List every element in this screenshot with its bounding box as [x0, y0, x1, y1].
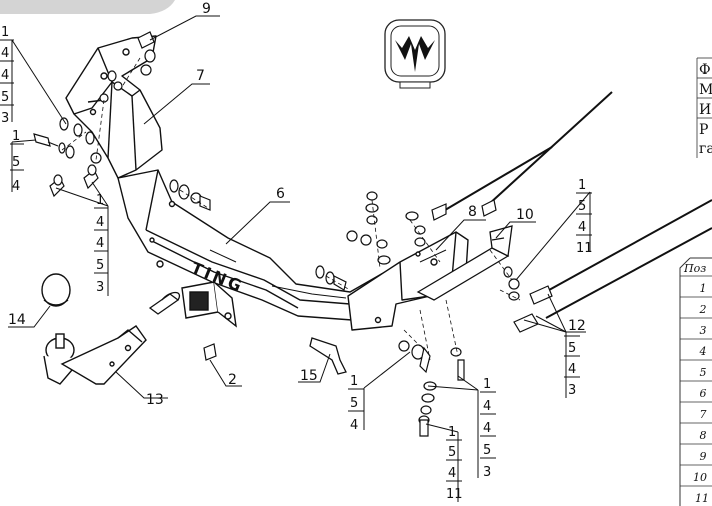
stack-top-left-item: 5	[1, 90, 9, 105]
stack-left-mid-item: 5	[96, 258, 104, 273]
right-plate	[416, 225, 513, 301]
stack-left-bolt: 1 5 4	[10, 129, 24, 194]
hitch-pin	[148, 291, 347, 375]
stack-right-12-item: 5	[568, 341, 576, 356]
table-row-5: 5	[700, 366, 707, 379]
stack-right-top-item: 5	[578, 199, 586, 214]
callout-13: 13	[146, 392, 164, 408]
table-row-9: 9	[700, 450, 707, 463]
right-text-row-5: га	[699, 141, 712, 157]
stack-bottom-a-item: 4	[350, 418, 358, 433]
stack-bottom-b-item: 4	[483, 421, 491, 436]
table-header: Поз	[683, 262, 706, 275]
table-row-1: 1	[700, 282, 707, 295]
callout-8: 8	[468, 204, 477, 220]
stack-left-mid-item: 4	[96, 215, 104, 230]
receiver-box	[156, 260, 237, 328]
callout-6: 6	[276, 186, 285, 202]
stack-left-mid-item: 1	[96, 193, 104, 208]
callout-12: 12	[568, 318, 586, 334]
stack-bottom-b-item: 1	[483, 377, 491, 392]
stack-right-12: 5 4 3	[564, 335, 580, 398]
stack-bottom-b: 1 4 4 5 3	[480, 377, 496, 480]
callout-leaders	[8, 15, 591, 502]
corner-tab	[0, 0, 175, 14]
callout-15: 15	[300, 368, 318, 384]
table-row-7: 7	[700, 408, 707, 421]
stack-bottom-c-item: 4	[448, 466, 456, 481]
callout-2: 2	[228, 372, 237, 388]
stack-bottom-a: 1 5 4	[348, 374, 364, 433]
callout-7: 7	[196, 68, 205, 84]
stack-bottom-a-item: 1	[350, 374, 358, 389]
stack-left-bolt-item: 5	[12, 155, 20, 170]
table-row-4: 4	[699, 345, 707, 358]
stack-right-top-item: 1	[578, 178, 586, 193]
stack-left-mid-item: 4	[96, 236, 104, 251]
stack-top-left-item: 4	[1, 68, 9, 83]
stack-left-mid: 1 4 4 5 3	[94, 193, 108, 295]
stack-right-top: 1 5 4 11	[576, 178, 593, 256]
table-row-10: 10	[693, 471, 707, 484]
stack-top-left: 1 4 4 5 3	[0, 25, 14, 126]
stack-left-bolt-item: 4	[12, 179, 20, 194]
stack-left-bolt-item: 1	[12, 129, 20, 144]
stack-right-top-item: 11	[576, 241, 593, 256]
stack-right-12-item: 4	[568, 362, 576, 377]
stack-right-top-item: 4	[578, 220, 586, 235]
right-text-row-1: Ф	[699, 62, 711, 78]
parts-table: Поз 1 2 3 4 5 6 7 8 9 10 11	[679, 257, 712, 506]
right-text-row-2: М	[699, 82, 712, 98]
stack-top-left-item: 3	[1, 111, 9, 126]
stack-top-left-item: 4	[1, 46, 9, 61]
stack-left-mid-item: 3	[96, 280, 104, 295]
table-row-11: 11	[695, 492, 709, 505]
stack-top-left-item: 1	[1, 25, 9, 40]
stack-bottom-c-item: 11	[446, 487, 463, 502]
assembly-dash-lines	[61, 57, 521, 361]
stack-bottom-b-item: 4	[483, 399, 491, 414]
table-row-2: 2	[699, 303, 707, 316]
table-row-3: 3	[700, 324, 707, 337]
right-text-column: Ф М И Р га	[696, 57, 712, 158]
callout-9: 9	[202, 1, 211, 17]
stack-bottom-c: 1 5 4 11	[446, 425, 463, 502]
stack-bottom-c-item: 1	[448, 425, 456, 440]
right-text-row-4: Р	[699, 122, 708, 138]
callout-14: 14	[8, 312, 26, 328]
brand-logo	[384, 19, 446, 89]
leader-lines-right	[439, 91, 712, 319]
stack-bottom-b-item: 5	[483, 443, 491, 458]
stack-right-12-item: 3	[568, 383, 576, 398]
table-row-8: 8	[700, 429, 707, 442]
stack-bottom-c-item: 5	[448, 445, 456, 460]
callout-10: 10	[516, 207, 534, 223]
stack-bottom-b-item: 3	[483, 465, 491, 480]
ball-mount	[41, 273, 147, 385]
left-fasteners	[33, 31, 156, 198]
table-row-6: 6	[700, 387, 707, 400]
stack-bottom-a-item: 5	[350, 396, 358, 411]
right-text-row-3: И	[699, 102, 711, 118]
